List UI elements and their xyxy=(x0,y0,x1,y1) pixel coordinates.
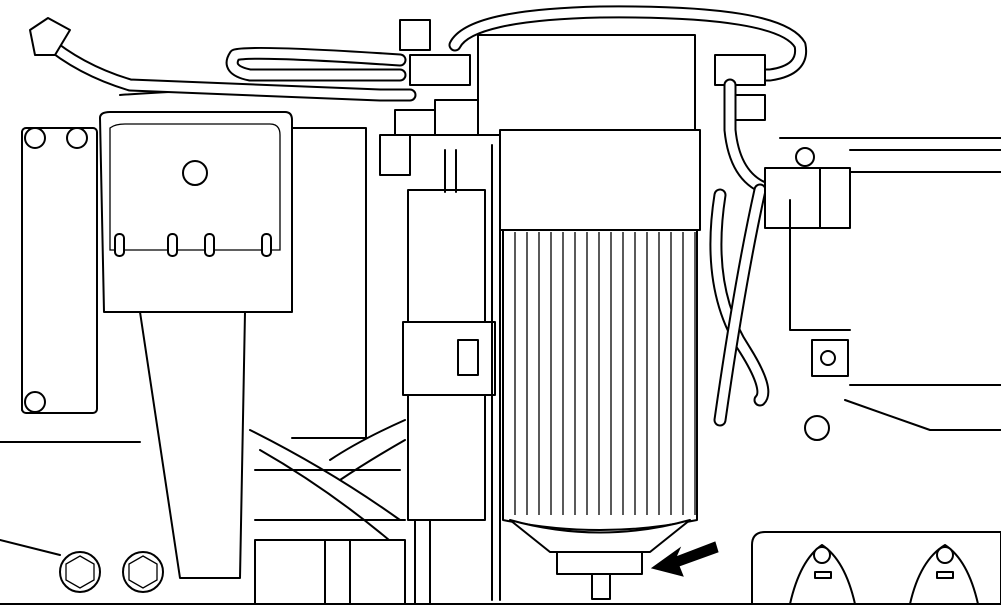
left-mounting-plate xyxy=(21,127,98,414)
hex-bolt xyxy=(457,339,479,376)
callout-arrow xyxy=(650,541,719,577)
right-block xyxy=(789,147,851,441)
slot xyxy=(114,233,125,257)
bracket-strap xyxy=(139,311,246,579)
fuel-pressure-sensor xyxy=(379,134,501,605)
bolt-hole xyxy=(66,127,88,149)
relay-bracket xyxy=(99,111,293,579)
slot xyxy=(204,233,215,257)
lower-bolts xyxy=(59,551,164,593)
filter-drain-valve xyxy=(509,519,691,600)
fuel-filter-element xyxy=(502,229,698,531)
lower-right-cover xyxy=(751,531,1001,605)
bolt-hole xyxy=(24,391,46,413)
fuel-filter-head xyxy=(477,34,701,231)
slot xyxy=(261,233,272,257)
upper-left-hose xyxy=(29,17,417,102)
mount-hole xyxy=(182,160,208,186)
bolt-hole xyxy=(24,127,46,149)
right-fuel-lines xyxy=(709,78,851,427)
slot xyxy=(167,233,178,257)
hose-clamp xyxy=(29,17,71,56)
wiring-harness xyxy=(249,419,406,605)
top-loop-hose xyxy=(225,5,808,82)
